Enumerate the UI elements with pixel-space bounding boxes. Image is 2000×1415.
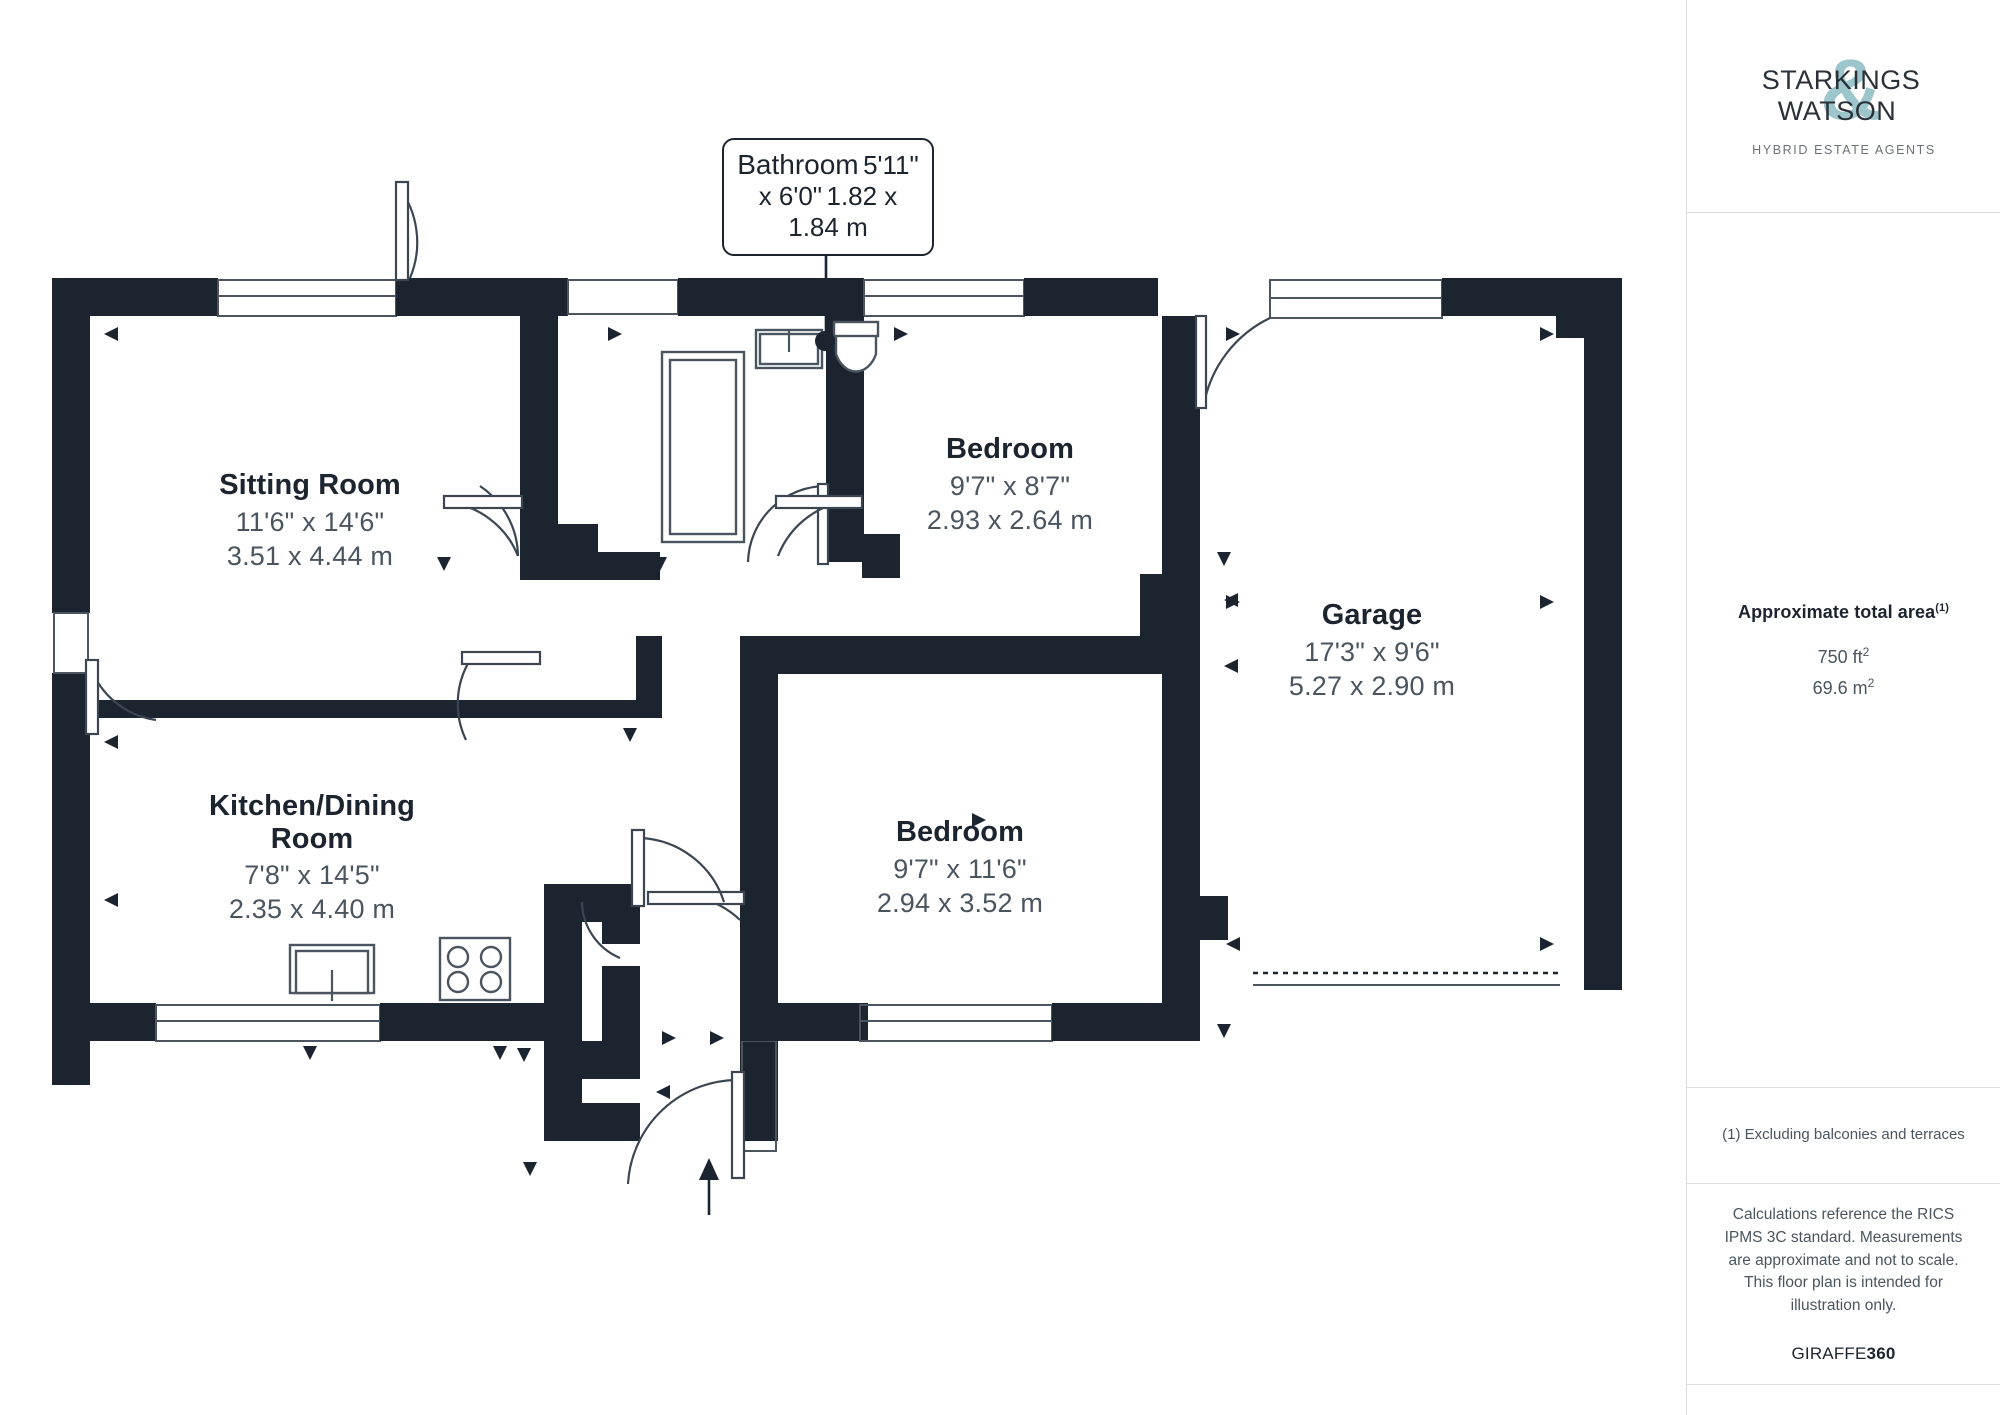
brand-name: GIRAFFE bbox=[1791, 1344, 1867, 1364]
room-imperial-bedroom-1: 9'7" x 8'7" bbox=[949, 471, 1071, 502]
room-imperial-kitchen-dining-room: 7'8" x 14'5" bbox=[244, 860, 380, 891]
room-name-garage: Garage bbox=[1321, 599, 1423, 631]
agency-logo: & STARKINGS WATSON HYBRID ESTATE AGENTS bbox=[1687, 0, 2000, 213]
logo-line-2: WATSON bbox=[1777, 96, 1896, 126]
fixture-group bbox=[288, 320, 880, 1002]
room-metric-garage: 5.27 x 2.90 m bbox=[1288, 671, 1456, 702]
total-area-imperial: 750 ft2 bbox=[1818, 645, 1870, 668]
disclaimer-text: Calculations reference the RICS IPMS 3C … bbox=[1724, 1205, 1963, 1315]
total-area-imperial-superscript: 2 bbox=[1862, 644, 1870, 659]
room-callout-bathroom: Bathroom 5'11" x 6'0" 1.82 x 1.84 m bbox=[722, 138, 934, 256]
brand-suffix: 360 bbox=[1866, 1344, 1896, 1364]
total-area-imperial-value: 750 ft bbox=[1817, 646, 1863, 667]
logo-line-1: STARKINGS bbox=[1761, 65, 1920, 95]
room-label-garage: Garage 17'3" x 9'6" 5.27 x 2.90 m bbox=[1222, 598, 1522, 703]
room-metric-bedroom-2: 2.94 x 3.52 m bbox=[876, 888, 1044, 919]
room-metric-bedroom-1: 2.93 x 2.64 m bbox=[926, 505, 1094, 536]
total-area-title-superscript: (1) bbox=[1935, 601, 1949, 614]
room-metric-bathroom: 1.82 x 1.84 m bbox=[788, 181, 898, 242]
total-area-metric: 69.6 m2 bbox=[1813, 676, 1875, 699]
room-imperial-bathroom: 5'11" x 6'0" bbox=[758, 150, 919, 211]
wall-group bbox=[52, 278, 1622, 1152]
footnote-text: (1) Excluding balconies and terraces bbox=[1722, 1126, 1965, 1144]
sink-icon bbox=[754, 328, 824, 370]
room-imperial-bedroom-2: 9'7" x 11'6" bbox=[893, 854, 1027, 885]
room-label-sitting-room: Sitting Room 11'6" x 14'6" 3.51 x 4.44 m bbox=[150, 468, 470, 573]
starkings-watson-logo-icon: & STARKINGS WATSON HYBRID ESTATE AGENTS bbox=[1752, 42, 1936, 157]
room-label-bedroom-1: Bedroom 9'7" x 8'7" 2.93 x 2.64 m bbox=[860, 432, 1160, 537]
total-area-metric-value: 69.6 m bbox=[1812, 677, 1868, 698]
room-label-kitchen-dining-room: Kitchen/Dining Room 7'8" x 14'5" 2.35 x … bbox=[167, 790, 457, 926]
sidebar-bottom-spacer bbox=[1687, 1385, 2000, 1415]
room-imperial-sitting-room: 11'6" x 14'6" bbox=[235, 507, 385, 538]
room-name-bedroom-2: Bedroom bbox=[896, 816, 1024, 848]
logo-tagline: HYBRID ESTATE AGENTS bbox=[1752, 143, 1936, 157]
room-label-bedroom-2: Bedroom 9'7" x 11'6" 2.94 x 3.52 m bbox=[810, 815, 1110, 920]
disclaimer-block: Calculations reference the RICS IPMS 3C … bbox=[1687, 1184, 2000, 1385]
north-arrow-icon bbox=[699, 1158, 719, 1215]
floor-plan-canvas[interactable]: .wall { fill: #1c2430; } .thin { fill: n… bbox=[0, 0, 1686, 1415]
room-name-sitting-room: Sitting Room bbox=[219, 469, 401, 501]
footnote-block: (1) Excluding balconies and terraces bbox=[1687, 1088, 2000, 1184]
door-group bbox=[84, 180, 1271, 1185]
room-name-kitchen-dining-room: Kitchen/Dining Room bbox=[209, 790, 415, 856]
room-name-bedroom-1: Bedroom bbox=[946, 433, 1074, 465]
toilet-icon bbox=[832, 320, 880, 373]
floor-plan-drawing: .wall { fill: #1c2430; } .thin { fill: n… bbox=[52, 180, 1622, 1215]
room-imperial-garage: 17'3" x 9'6" bbox=[1304, 637, 1440, 668]
giraffe360-brand: GIRAFFE360 bbox=[1791, 1344, 1895, 1364]
total-area-title-text: Approximate total area bbox=[1737, 601, 1936, 622]
garage-door-opening bbox=[1253, 971, 1560, 986]
dimension-markers bbox=[97, 327, 1554, 1176]
hob-icon bbox=[438, 936, 512, 1002]
info-sidebar: & STARKINGS WATSON HYBRID ESTATE AGENTS … bbox=[1686, 0, 2000, 1415]
callout-anchor-dot bbox=[815, 331, 835, 351]
total-area-title: Approximate total area(1) bbox=[1738, 602, 1949, 623]
room-metric-sitting-room: 3.51 x 4.44 m bbox=[226, 541, 394, 572]
bathtub-icon bbox=[660, 350, 746, 544]
total-area-metric-superscript: 2 bbox=[1867, 675, 1875, 690]
total-area-block: Approximate total area(1) 750 ft2 69.6 m… bbox=[1687, 213, 2000, 1088]
room-metric-kitchen-dining-room: 2.35 x 4.40 m bbox=[228, 894, 396, 925]
room-name-bathroom: Bathroom bbox=[737, 149, 859, 180]
kitchen-sink-icon bbox=[288, 943, 376, 1001]
logo-ampersand-glyph: & bbox=[1819, 42, 1881, 138]
